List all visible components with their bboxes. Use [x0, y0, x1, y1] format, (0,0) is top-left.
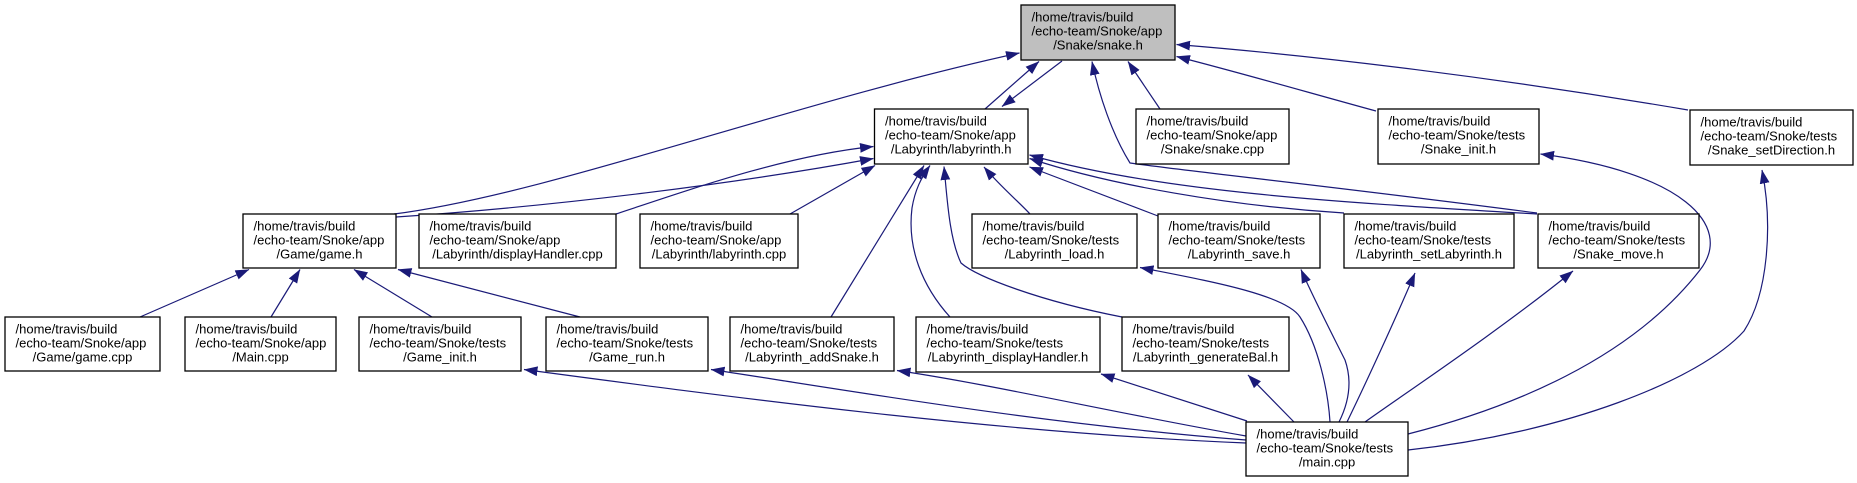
svg-text:/echo-team/Snoke/tests: /echo-team/Snoke/tests — [1133, 336, 1270, 351]
svg-text:/echo-team/Snoke/tests: /echo-team/Snoke/tests — [1389, 128, 1526, 143]
svg-text:/echo-team/Snoke/tests: /echo-team/Snoke/tests — [927, 336, 1064, 351]
svg-text:/echo-team/Snoke/app: /echo-team/Snoke/app — [430, 233, 561, 248]
svg-text:/Game/game.h: /Game/game.h — [277, 247, 363, 262]
svg-text:/echo-team/Snoke/tests: /echo-team/Snoke/tests — [1169, 233, 1306, 248]
svg-text:/Game_run.h: /Game_run.h — [589, 350, 665, 365]
svg-text:/home/travis/build: /home/travis/build — [741, 321, 843, 336]
svg-text:/echo-team/Snoke/tests: /echo-team/Snoke/tests — [983, 233, 1120, 248]
svg-text:/home/travis/build: /home/travis/build — [1549, 218, 1651, 233]
svg-text:/Labyrinth_load.h: /Labyrinth_load.h — [1005, 247, 1105, 262]
svg-text:/Labyrinth_displayHandler.h: /Labyrinth_displayHandler.h — [928, 350, 1088, 365]
svg-text:/home/travis/build: /home/travis/build — [1147, 113, 1249, 128]
svg-text:/home/travis/build: /home/travis/build — [1389, 113, 1491, 128]
svg-text:/home/travis/build: /home/travis/build — [196, 321, 298, 336]
svg-text:/home/travis/build: /home/travis/build — [1355, 218, 1457, 233]
svg-text:/home/travis/build: /home/travis/build — [651, 218, 753, 233]
svg-text:/echo-team/Snoke/app: /echo-team/Snoke/app — [16, 336, 147, 351]
svg-text:/echo-team/Snoke/tests: /echo-team/Snoke/tests — [370, 336, 507, 351]
svg-text:/Snake_init.h: /Snake_init.h — [1421, 142, 1496, 157]
svg-text:/home/travis/build: /home/travis/build — [927, 321, 1029, 336]
svg-text:/echo-team/Snoke/app: /echo-team/Snoke/app — [254, 233, 385, 248]
svg-text:/home/travis/build: /home/travis/build — [885, 113, 987, 128]
svg-text:/main.cpp: /main.cpp — [1299, 455, 1355, 470]
svg-text:/home/travis/build: /home/travis/build — [1257, 426, 1359, 441]
svg-text:/Snake/snake.h: /Snake/snake.h — [1053, 38, 1143, 53]
svg-text:/home/travis/build: /home/travis/build — [983, 218, 1085, 233]
svg-text:/Snake_setDirection.h: /Snake_setDirection.h — [1708, 143, 1835, 158]
svg-text:/echo-team/Snoke/tests: /echo-team/Snoke/tests — [1701, 129, 1838, 144]
svg-text:/echo-team/Snoke/app: /echo-team/Snoke/app — [1032, 24, 1163, 39]
svg-text:/home/travis/build: /home/travis/build — [1032, 9, 1134, 24]
svg-text:/Main.cpp: /Main.cpp — [232, 350, 288, 365]
svg-text:/echo-team/Snoke/tests: /echo-team/Snoke/tests — [1257, 441, 1394, 456]
svg-text:/home/travis/build: /home/travis/build — [370, 321, 472, 336]
svg-text:/Game_init.h: /Game_init.h — [403, 350, 477, 365]
svg-text:/echo-team/Snoke/app: /echo-team/Snoke/app — [885, 128, 1016, 143]
svg-text:/home/travis/build: /home/travis/build — [557, 321, 659, 336]
svg-text:/echo-team/Snoke/tests: /echo-team/Snoke/tests — [557, 336, 694, 351]
svg-text:/Labyrinth_setLabyrinth.h: /Labyrinth_setLabyrinth.h — [1356, 247, 1502, 262]
svg-text:/Labyrinth_addSnake.h: /Labyrinth_addSnake.h — [745, 350, 879, 365]
svg-text:/Labyrinth/labyrinth.h: /Labyrinth/labyrinth.h — [891, 142, 1012, 157]
svg-text:/home/travis/build: /home/travis/build — [16, 321, 118, 336]
svg-text:/home/travis/build: /home/travis/build — [1133, 321, 1235, 336]
svg-text:/echo-team/Snoke/tests: /echo-team/Snoke/tests — [1549, 233, 1686, 248]
svg-text:/Snake/snake.cpp: /Snake/snake.cpp — [1161, 142, 1264, 157]
svg-text:/echo-team/Snoke/app: /echo-team/Snoke/app — [196, 336, 327, 351]
svg-text:/Labyrinth/labyrinth.cpp: /Labyrinth/labyrinth.cpp — [652, 247, 786, 262]
svg-text:/Labyrinth_save.h: /Labyrinth_save.h — [1188, 247, 1291, 262]
svg-text:/home/travis/build: /home/travis/build — [254, 218, 356, 233]
svg-text:/Labyrinth_generateBal.h: /Labyrinth_generateBal.h — [1133, 350, 1278, 365]
svg-text:/echo-team/Snoke/tests: /echo-team/Snoke/tests — [1355, 233, 1492, 248]
svg-text:/home/travis/build: /home/travis/build — [430, 218, 532, 233]
svg-text:/echo-team/Snoke/tests: /echo-team/Snoke/tests — [741, 336, 878, 351]
svg-text:/Snake_move.h: /Snake_move.h — [1573, 247, 1663, 262]
svg-text:/echo-team/Snoke/app: /echo-team/Snoke/app — [651, 233, 782, 248]
svg-text:/Labyrinth/displayHandler.cpp: /Labyrinth/displayHandler.cpp — [432, 247, 603, 262]
svg-text:/echo-team/Snoke/app: /echo-team/Snoke/app — [1147, 128, 1278, 143]
svg-text:/home/travis/build: /home/travis/build — [1701, 114, 1803, 129]
svg-text:/Game/game.cpp: /Game/game.cpp — [33, 350, 133, 365]
svg-text:/home/travis/build: /home/travis/build — [1169, 218, 1271, 233]
